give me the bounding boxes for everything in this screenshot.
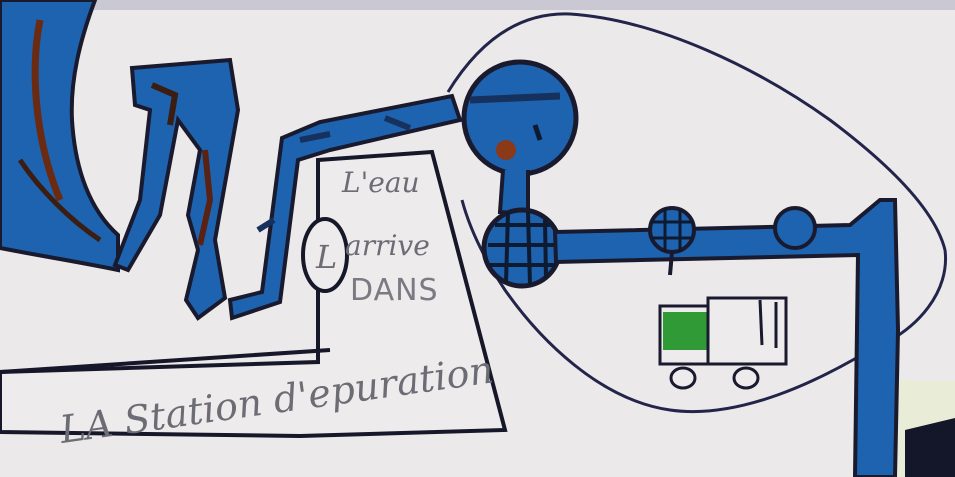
valve-neck [497, 169, 530, 217]
left-block-rust-2 [17, 158, 102, 243]
zigzag-pipe [112, 57, 241, 321]
junction-ball [481, 207, 563, 289]
pipe-valve-stem [668, 251, 674, 276]
truck-cab [706, 296, 788, 366]
valve-head-band [469, 92, 561, 104]
station-building [0, 149, 508, 439]
loop-outline [446, 12, 948, 413]
zigzag-rust-1 [150, 82, 179, 126]
text-line-3: DANS [350, 273, 439, 308]
text-line-1: L'eau [341, 166, 420, 199]
pipe-coupling [773, 206, 817, 250]
upper-pipe-stripe-1 [299, 131, 331, 143]
pipe-valve-grid [648, 206, 696, 254]
zigzag-rust-2 [197, 149, 214, 246]
meter-circle [301, 217, 349, 293]
upper-pipe-stripe-2 [383, 115, 412, 131]
truck-wheel-right [732, 366, 760, 390]
upper-pipe-stripe-3 [256, 217, 276, 233]
upper-pipe [227, 93, 463, 321]
left-blue-block [0, 0, 120, 273]
truck-cab-window [758, 299, 778, 348]
left-block-rust-1 [31, 19, 64, 202]
truck-load [663, 312, 707, 350]
corner-dark-patch [905, 418, 955, 477]
paper-top-edge [0, 0, 955, 10]
valve-head [461, 59, 579, 177]
truck-wheel-left [669, 366, 697, 390]
valve-head-spot [496, 140, 516, 160]
text-line-2: arrive [345, 229, 430, 262]
valve-head-mark [532, 124, 543, 141]
pipe-valve-grid-lines [652, 208, 692, 252]
junction-grid [488, 211, 558, 286]
meter-symbol: L [315, 238, 337, 276]
horizontal-pipe [552, 198, 901, 477]
station-inner-edge [0, 348, 331, 374]
